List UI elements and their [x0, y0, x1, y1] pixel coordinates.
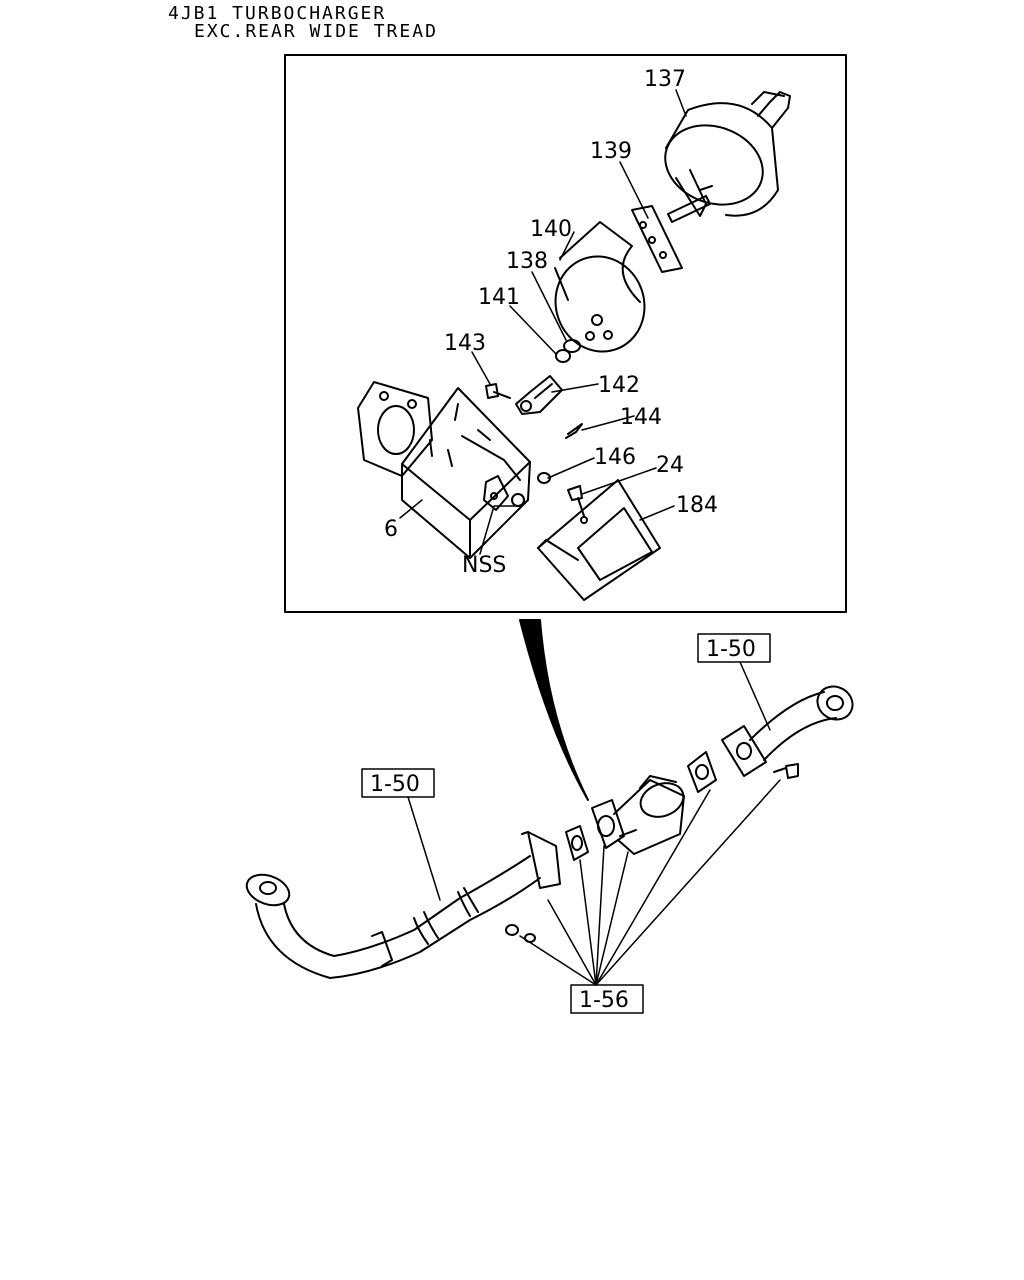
rod-end-142: [515, 375, 563, 415]
callout-138: 138: [506, 249, 548, 274]
callout-140: 140: [530, 217, 572, 242]
callout-141: 141: [478, 285, 520, 310]
turbocharger-assembly: [591, 775, 685, 855]
bolt-rear: [773, 763, 799, 779]
exhaust-pipe-rear: [721, 685, 854, 777]
callout-143: 143: [444, 331, 486, 356]
diagram-title: 4JB1 TURBOCHARGER: [168, 3, 387, 24]
ref-box-bottom: [570, 984, 644, 1014]
nut-146: [537, 472, 551, 484]
ref-label-left: 1-50: [370, 772, 420, 797]
ref-label-right: 1-50: [706, 637, 756, 662]
callout-184: 184: [676, 493, 718, 518]
turbine-housing: [357, 381, 531, 559]
callout-139: 139: [590, 139, 632, 164]
ref-1-56-leaders: [519, 779, 781, 986]
detail-frame: [284, 54, 847, 613]
callout-144: 144: [620, 405, 662, 430]
ref-box-right: [697, 633, 771, 663]
callout-137: 137: [644, 67, 686, 92]
clip-144: [565, 423, 583, 439]
callout-nss: NSS: [462, 553, 506, 578]
ref-box-left: [361, 768, 435, 798]
callout-6: 6: [384, 517, 398, 542]
callout-142: 142: [598, 373, 640, 398]
diagram-subtitle: EXC.REAR WIDE TREAD: [194, 21, 438, 42]
bolt-24: [567, 485, 585, 517]
gasket-rear: [687, 751, 717, 793]
exhaust-pipe-front: [245, 831, 561, 979]
callout-146: 146: [594, 445, 636, 470]
pin-143: [485, 383, 511, 399]
plate: [483, 475, 509, 511]
ref-label-bottom: 1-56: [579, 988, 629, 1013]
nut-front: [505, 924, 519, 936]
detail-pointer: [519, 619, 589, 801]
gasket-front: [565, 825, 589, 861]
actuator-bracket: [554, 221, 646, 353]
heat-shield: [537, 479, 661, 601]
callout-24: 24: [656, 453, 684, 478]
wastegate-actuator: [664, 91, 791, 223]
actuator-gasket: [631, 205, 683, 273]
nut-138-141: [555, 339, 581, 363]
